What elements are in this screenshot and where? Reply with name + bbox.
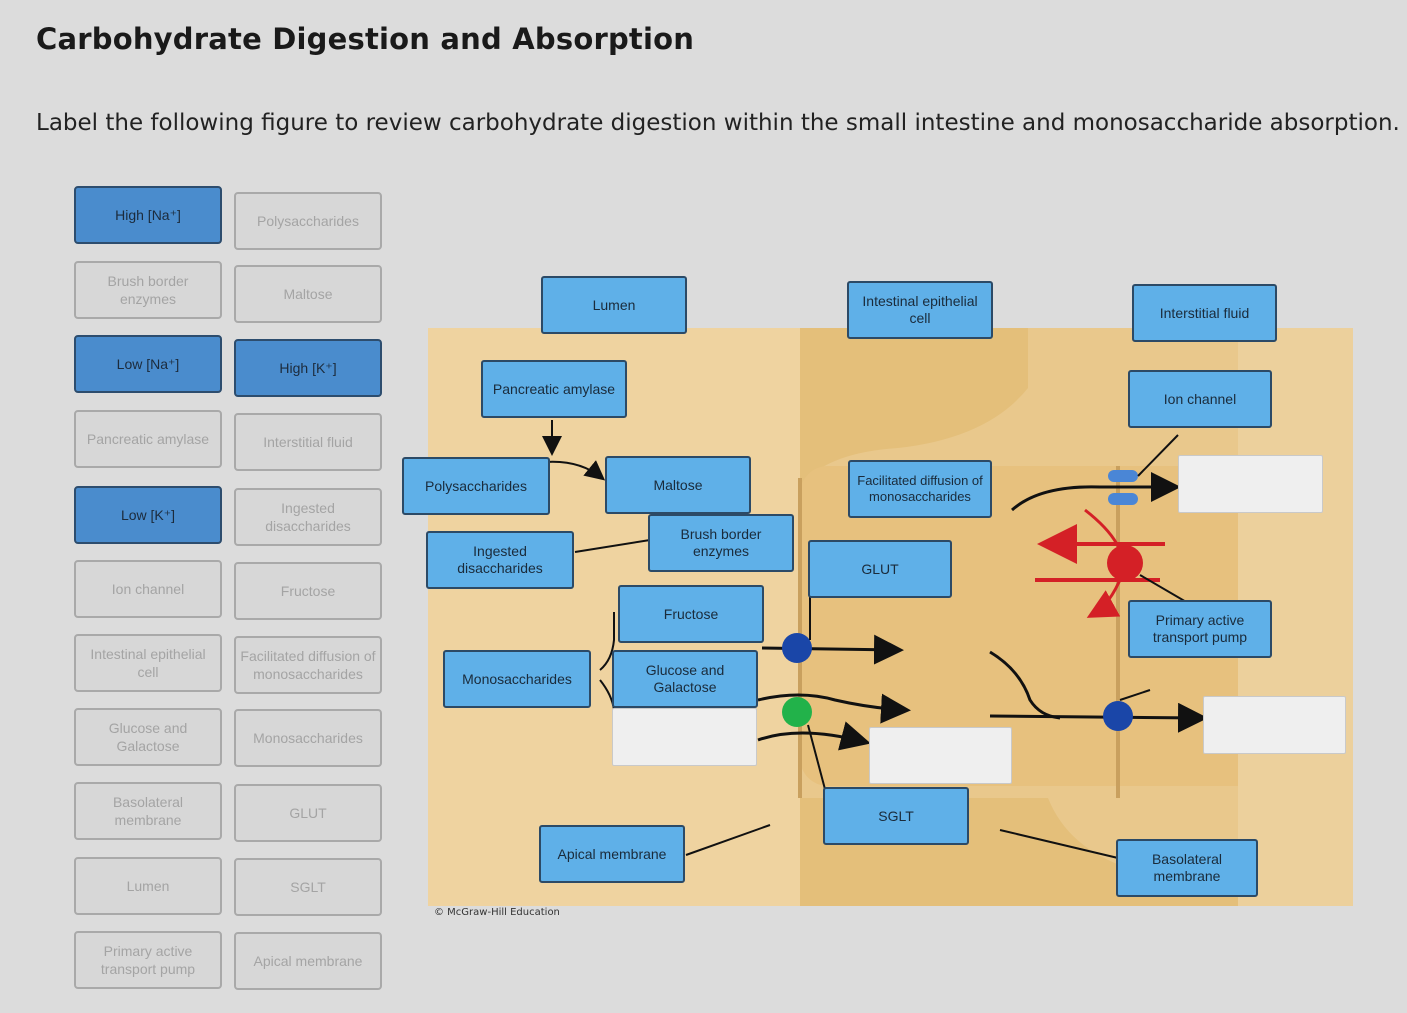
glut-apical-transporter	[782, 633, 812, 663]
bank-tile-primary-active-transport-pump[interactable]: Primary active transport pump	[74, 931, 222, 989]
epithelial-cell-top	[800, 328, 1028, 488]
bank-tile-high-k[interactable]: High [K⁺]	[234, 339, 382, 397]
bank-tile-low-na[interactable]: Low [Na⁺]	[74, 335, 222, 393]
bank-tile-fructose[interactable]: Fructose	[234, 562, 382, 620]
bank-tile-sglt[interactable]: SGLT	[234, 858, 382, 916]
dropzone-interstitial-bottom[interactable]	[1203, 696, 1346, 754]
figure-credit: © McGraw-Hill Education	[434, 907, 560, 918]
ion-channel-icon	[1108, 470, 1138, 505]
figure-label-ion-channel[interactable]: Ion channel	[1128, 370, 1272, 428]
figure-label-intestinal-epithelial-cell[interactable]: Intestinal epithelial cell	[847, 281, 993, 339]
figure-label-facilitated-diffusion[interactable]: Facilitated diffusion of monosaccharides	[848, 460, 992, 518]
figure-label-apical-membrane[interactable]: Apical membrane	[539, 825, 685, 883]
figure-label-interstitial-fluid[interactable]: Interstitial fluid	[1132, 284, 1277, 342]
figure-label-monosaccharides[interactable]: Monosaccharides	[443, 650, 591, 708]
figure-label-basolateral-membrane[interactable]: Basolateral membrane	[1116, 839, 1258, 897]
ion-channel-leader	[1137, 434, 1179, 477]
figure-label-ingested-disaccharides[interactable]: Ingested disaccharides	[426, 531, 574, 589]
figure-label-fructose[interactable]: Fructose	[618, 585, 764, 643]
sodium-arrow	[757, 721, 871, 751]
dropzone-leader	[1119, 689, 1151, 701]
figure-label-maltose[interactable]: Maltose	[605, 456, 751, 514]
figure-label-lumen[interactable]: Lumen	[541, 276, 687, 334]
bank-tile-pancreatic-amylase[interactable]: Pancreatic amylase	[74, 410, 222, 468]
bank-tile-interstitial-fluid[interactable]: Interstitial fluid	[234, 413, 382, 471]
figure-label-brush-border-enzymes[interactable]: Brush border enzymes	[648, 514, 794, 572]
sglt-leader	[807, 724, 827, 794]
page-title: Carbohydrate Digestion and Absorption	[36, 22, 695, 56]
basolateral-arrow	[989, 702, 1208, 733]
na-k-pump	[1107, 545, 1143, 581]
disaccharide-leader	[574, 539, 651, 553]
fructose-bracket	[599, 612, 615, 671]
bank-tile-ion-channel[interactable]: Ion channel	[74, 560, 222, 618]
figure-label-glucose-galactose[interactable]: Glucose and Galactose	[612, 650, 758, 708]
bank-tile-ingested-disaccharides[interactable]: Ingested disaccharides	[234, 488, 382, 546]
ion-channel-arrow	[1011, 472, 1181, 512]
basolateral-leader	[999, 829, 1119, 859]
bank-tile-low-k[interactable]: Low [K⁺]	[74, 486, 222, 544]
glucose-arrow	[757, 693, 911, 724]
bank-tile-apical-membrane[interactable]: Apical membrane	[234, 932, 382, 990]
figure-label-polysaccharides[interactable]: Polysaccharides	[402, 457, 550, 515]
bank-tile-maltose[interactable]: Maltose	[234, 265, 382, 323]
figure-label-pancreatic-amylase[interactable]: Pancreatic amylase	[481, 360, 627, 418]
bank-tile-facilitated-diffusion[interactable]: Facilitated diffusion of monosaccharides	[234, 636, 382, 694]
polysaccharide-arrow	[545, 460, 606, 481]
instructions-text: Label the following figure to review car…	[36, 110, 1400, 136]
figure-label-sglt[interactable]: SGLT	[823, 787, 969, 845]
sglt-transporter	[782, 697, 812, 727]
dropzone-apical-inner[interactable]	[612, 708, 757, 766]
basolateral-curve	[989, 650, 1061, 720]
bank-tile-monosaccharides[interactable]: Monosaccharides	[234, 709, 382, 767]
bank-tile-polysaccharides[interactable]: Polysaccharides	[234, 192, 382, 250]
bank-tile-glucose-galactose[interactable]: Glucose and Galactose	[74, 708, 222, 766]
bank-tile-glut[interactable]: GLUT	[234, 784, 382, 842]
dropzone-cell-interior[interactable]	[869, 727, 1012, 784]
bank-tile-intestinal-epithelial-cell[interactable]: Intestinal epithelial cell	[74, 634, 222, 692]
bank-tile-basolateral-membrane[interactable]: Basolateral membrane	[74, 782, 222, 840]
apical-leader	[685, 824, 771, 856]
bank-tile-lumen[interactable]: Lumen	[74, 857, 222, 915]
figure-label-primary-active-transport-pump[interactable]: Primary active transport pump	[1128, 600, 1272, 658]
bank-tile-brush-border-enzymes[interactable]: Brush border enzymes	[74, 261, 222, 319]
bank-tile-high-na[interactable]: High [Na⁺]	[74, 186, 222, 244]
figure-label-glut[interactable]: GLUT	[808, 540, 952, 598]
glut-basolateral-transporter	[1103, 701, 1133, 731]
dropzone-interstitial-top[interactable]	[1178, 455, 1323, 513]
